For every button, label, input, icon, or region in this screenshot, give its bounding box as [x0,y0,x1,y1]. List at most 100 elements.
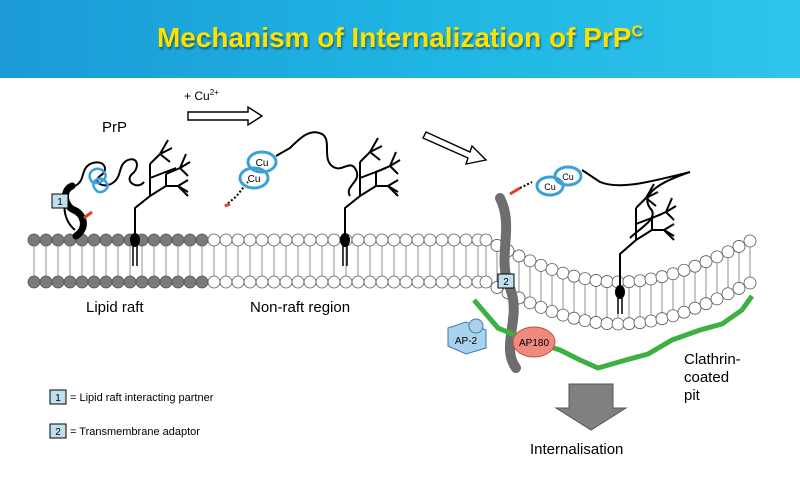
title-banner: Mechanism of Internalization of PrPC [0,0,800,78]
lipid-head [219,233,233,247]
clathrin-label-line1: Clathrin- [684,351,741,368]
lipid-head [267,233,281,247]
lipid-head [147,233,161,247]
lipid-head [534,301,548,314]
lipid-head [423,275,437,289]
lipid-head [123,275,137,289]
lipid-raft-label: Lipid raft [86,299,144,316]
page-title: Mechanism of Internalization of PrPC [0,22,800,54]
copper-addition-label: + Cu2+ [184,88,219,103]
lipid-head [523,296,537,310]
lipid-head [315,275,329,289]
lipid-head [732,240,746,253]
internalization-diagram: 1 Cu Cu Cu Cu 2 [27,88,757,458]
lipid-head [99,275,113,289]
lipid-head [183,275,197,289]
cu-label-2: Cu [248,174,261,185]
ap2-label: AP-2 [455,336,478,347]
lipid-head [399,233,413,247]
lipid-head [51,233,65,247]
lipid-head [87,275,101,289]
lipid-head [633,274,647,288]
lipid-head [387,233,401,247]
lipid-head [399,275,413,289]
copper-addition-text: + Cu [184,89,210,103]
legend-box-1 [49,389,67,405]
lipid-head [732,282,746,295]
box-2-label: 2 [503,277,509,288]
lipid-head [195,275,209,289]
lipid-head [688,259,702,273]
lipid-head [710,292,724,306]
lipid-head [589,274,603,287]
lipid-head [243,233,257,247]
lipid-head [75,275,89,289]
lipid-head [303,275,317,289]
lipid-head [479,275,493,289]
internalisation-label: Internalisation [530,441,623,458]
raft-partner-1 [62,182,87,240]
lipid-head [666,309,680,323]
lipid-head [207,233,221,247]
lipid-head [327,233,341,247]
lipid-head [375,275,389,289]
lipid-head [87,233,101,247]
ap180-adaptor [512,326,556,358]
lipid-head [387,275,401,289]
non-raft-label: Non-raft region [250,299,350,316]
lipid-head [534,259,548,272]
lipid-head [243,275,257,289]
lipid-head [291,275,305,289]
title-superscript: C [631,23,644,41]
lipid-head [363,275,377,289]
legend-key-1: 1 [55,393,61,404]
clathrin-label-line3: pit [684,387,701,404]
lipid-head [589,316,603,329]
lipid-head [644,272,658,286]
lipid-head [159,275,173,289]
lipid-head [545,305,559,318]
lipid-head [743,234,757,248]
lipid-head [545,263,559,276]
lipid-head [351,233,365,247]
lipid-head [231,275,245,289]
membrane-curved-pit [479,233,757,331]
lipid-head [710,250,724,264]
lipid-head [255,233,269,247]
lipid-head [39,275,53,289]
lipid-head [523,254,537,268]
lipid-head [63,275,77,289]
lipid-head [231,233,245,247]
lipid-head [578,272,592,286]
lipid-head [655,270,669,284]
copper-charge: 2+ [210,88,219,97]
lipid-head [556,266,570,280]
lipid-head [51,275,65,289]
lipid-head [721,287,735,301]
lipid-head [363,233,377,247]
lipid-head [375,233,389,247]
lipid-head [267,275,281,289]
prp-nonraft-complex: Cu Cu [224,131,401,266]
adaptor-box-2 [497,273,515,289]
legend-key-2: 2 [55,427,61,438]
lipid-head [666,267,680,281]
box-1-label: 1 [57,197,63,208]
lipid-head [39,233,53,247]
lipid-head [447,275,461,289]
legend: 1 = Lipid raft interacting partner 2 = T… [49,389,214,439]
lipid-head [611,317,625,331]
lipid-head [327,275,341,289]
lipid-head [721,245,735,259]
prp-raft-complex: 1 [51,139,191,266]
lipid-head [743,276,757,290]
lipid-head [315,233,329,247]
lipid-head [556,308,570,322]
lipid-head [147,275,161,289]
lipid-head [171,275,185,289]
prp-label: PrP [102,119,127,136]
lipid-head [567,311,581,325]
lipid-head [633,316,647,330]
lipid-head [99,233,113,247]
lipid-head [459,233,473,247]
